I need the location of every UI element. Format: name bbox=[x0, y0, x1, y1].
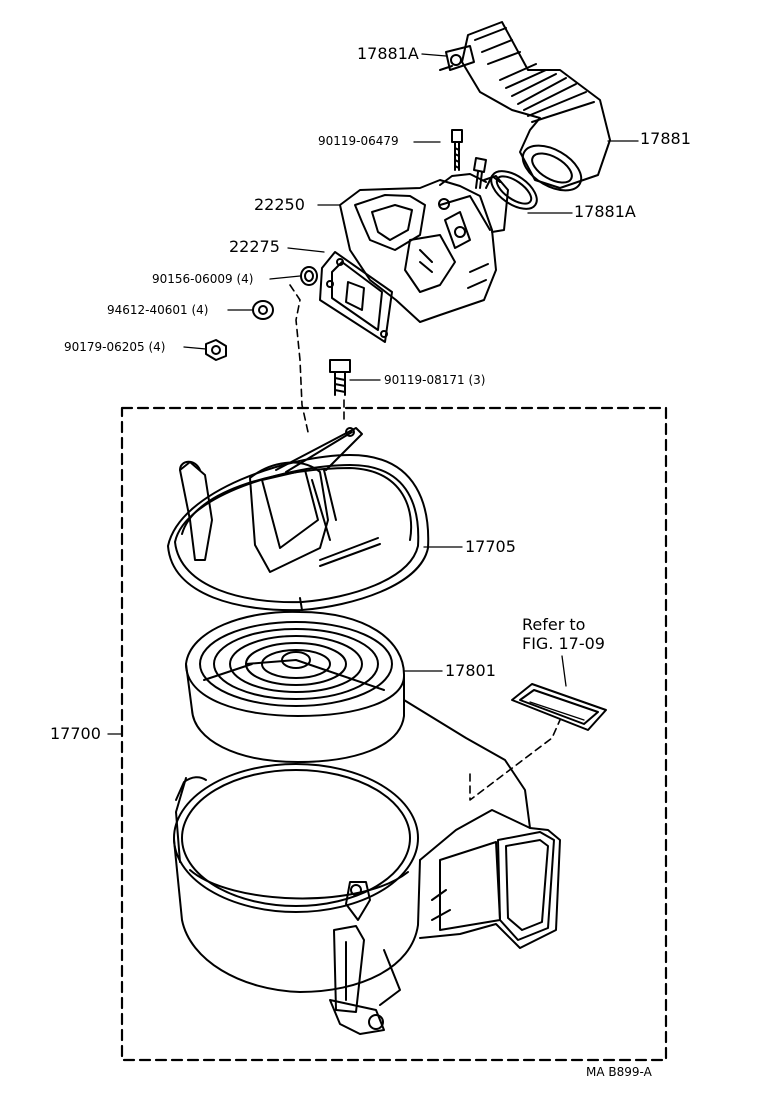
gasket-22275 bbox=[319, 251, 393, 343]
label-17705: 17705 bbox=[465, 537, 516, 556]
air-cleaner-case bbox=[173, 699, 561, 1035]
figure-code: MA B899-A bbox=[586, 1065, 652, 1079]
leader-lines bbox=[107, 53, 639, 735]
air-flow-meter-22250 bbox=[339, 173, 509, 323]
label-22275: 22275 bbox=[229, 237, 280, 256]
label-90119-06479: 90119-06479 bbox=[318, 134, 399, 148]
air-cleaner-cap-17705 bbox=[167, 427, 430, 612]
label-17801: 17801 bbox=[445, 661, 496, 680]
label-refer-to-line2: FIG. 17-09 bbox=[522, 634, 605, 653]
label-90119-08171: 90119-08171 (3) bbox=[384, 373, 486, 387]
hose-clamp-top bbox=[439, 45, 475, 71]
label-22250: 22250 bbox=[254, 195, 305, 214]
nut-90179-06205 bbox=[205, 339, 227, 361]
label-17881A-top: 17881A bbox=[357, 44, 419, 63]
bolt-90119-08171 bbox=[329, 359, 351, 396]
label-17700: 17700 bbox=[50, 724, 101, 743]
label-refer-to-line1: Refer to bbox=[522, 615, 586, 634]
label-90179-06205: 90179-06205 (4) bbox=[64, 340, 166, 354]
label-94612-40601: 94612-40601 (4) bbox=[107, 303, 209, 317]
filter-element-17801 bbox=[185, 610, 406, 763]
intake-hose-17881 bbox=[461, 21, 611, 192]
washer-90156-06009 bbox=[300, 266, 318, 286]
label-90156-06009: 90156-06009 (4) bbox=[152, 272, 254, 286]
washer-94612-40601 bbox=[252, 300, 274, 320]
label-17881A-mid: 17881A bbox=[574, 202, 636, 221]
gasket-fig-17-09 bbox=[511, 683, 607, 731]
hose-clamp-middle bbox=[485, 170, 538, 210]
label-17881: 17881 bbox=[640, 129, 691, 148]
